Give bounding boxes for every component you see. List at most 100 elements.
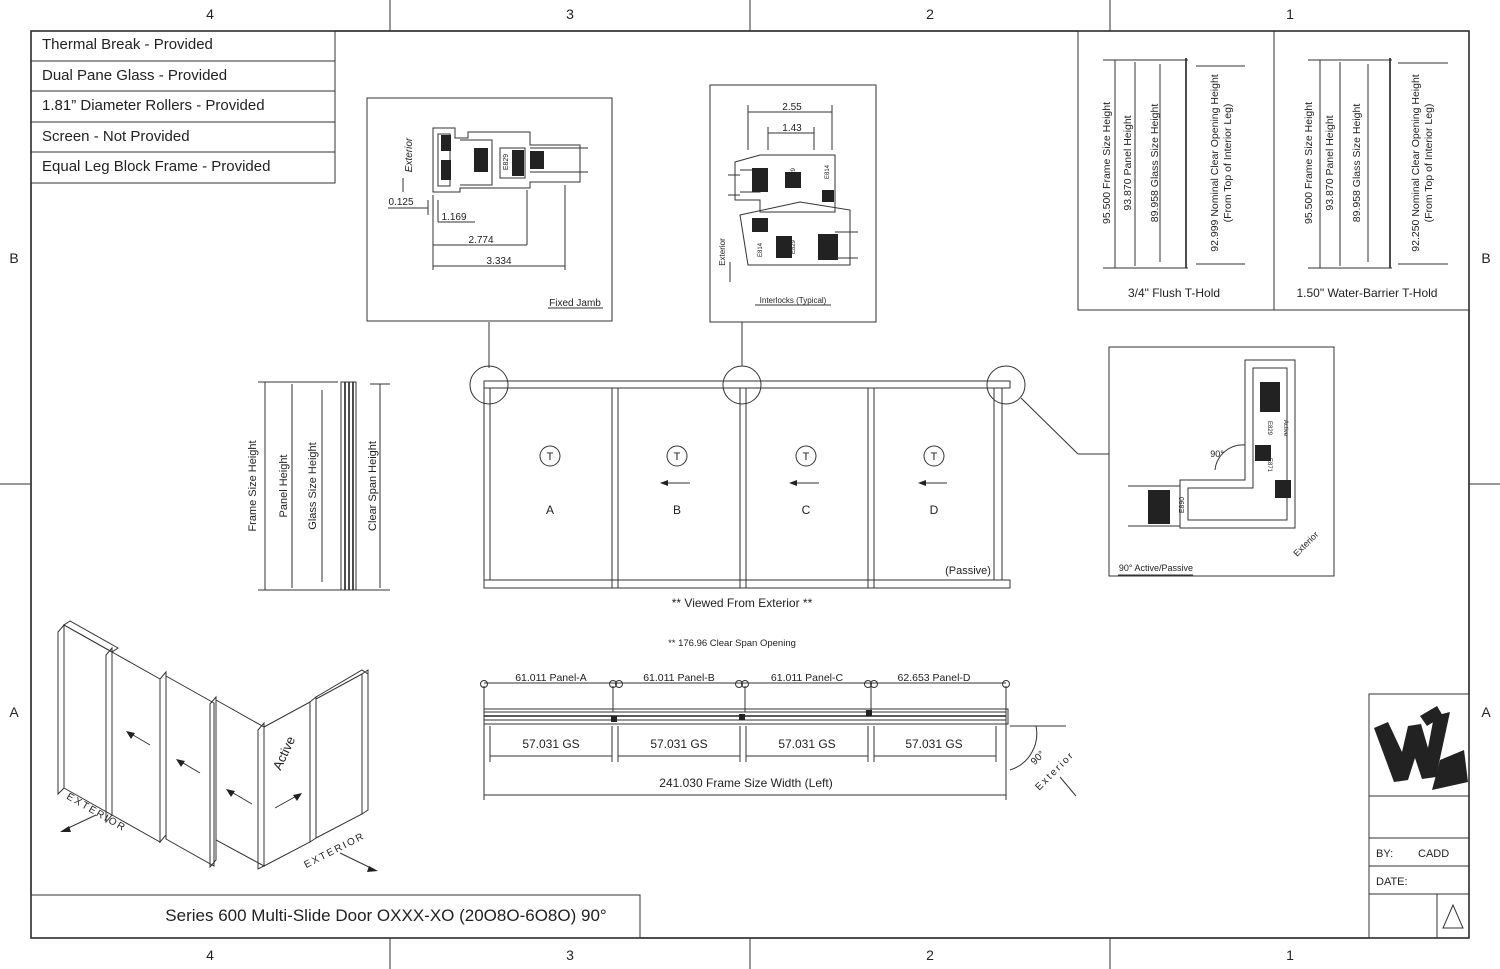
part-code: E813: [481, 154, 488, 170]
glass-size-label: 57.031 GS: [778, 737, 835, 751]
dimension-label: (From Top of Interior Leg): [1222, 104, 1234, 223]
panel-letter: B: [673, 503, 681, 517]
plan-view: [480, 680, 1077, 800]
dimension-label: 1.43: [782, 123, 802, 134]
dimension-label: 2.774: [468, 235, 493, 246]
dimension-label: 89.958 Glass Size Height: [1149, 104, 1161, 223]
panel-badge-label: T: [547, 451, 554, 463]
iso-side-label: EXTERIOR: [302, 831, 367, 871]
panel-letter: D: [930, 503, 939, 517]
grid-row-label: A: [9, 704, 19, 720]
clear-span-note: ** 176.96 Clear Span Opening: [668, 638, 796, 649]
interlocks-detail: [709, 84, 877, 323]
thold-left-caption: 3/4" Flush T-Hold: [1128, 286, 1220, 300]
company-logo: [1374, 706, 1468, 790]
panel-badge-label: T: [674, 451, 681, 463]
revision-triangle-icon: [1442, 903, 1464, 929]
part-code: E871: [1266, 458, 1272, 473]
panel-letter: C: [802, 503, 811, 517]
title-strip: [30, 894, 641, 939]
grid-col-label: 1: [1286, 947, 1294, 963]
feature-item: Thermal Break - Provided: [42, 36, 213, 53]
corner-active-label: Active: [1282, 420, 1288, 437]
fixed-jamb-detail: [366, 97, 613, 322]
panel-badge-label: T: [931, 451, 938, 463]
grid-col-label: 2: [926, 947, 934, 963]
dimension-label: 2.55: [782, 102, 802, 113]
part-code: ET841: [444, 160, 451, 181]
feature-table: [30, 30, 336, 184]
by-value: CADD: [1418, 848, 1449, 860]
dimension-label: 95.500 Frame Size Height: [1303, 102, 1315, 224]
height-label: Panel Height: [278, 455, 290, 518]
passive-note: (Passive): [945, 565, 991, 577]
grid-col-label: 4: [206, 947, 214, 963]
height-label: Glass Size Height: [307, 442, 319, 529]
slide-direction-arrow-icon: [918, 480, 947, 486]
dimension-label: 0.125: [388, 197, 413, 208]
part-code: E890: [1179, 497, 1186, 513]
part-code: E814: [825, 164, 831, 179]
thold-details: [1077, 30, 1470, 311]
dimension-label: 3.334: [486, 256, 511, 267]
fixed-jamb-caption: Fixed Jamb: [549, 298, 601, 309]
panel-letter: A: [546, 503, 554, 517]
part-code: E829: [791, 239, 797, 254]
corner-detail: [1020, 346, 1335, 577]
thold-right-caption: 1.50" Water-Barrier T-Hold: [1297, 286, 1438, 300]
interlocks-caption: Interlocks (Typical): [760, 296, 827, 305]
part-code: E829: [503, 154, 510, 170]
isometric-view: [57, 620, 378, 872]
interlocks-side-label: Exterior: [718, 238, 727, 266]
corner-angle-label: 90°: [1210, 449, 1224, 459]
glass-size-label: 57.031 GS: [650, 737, 707, 751]
panel-width-label: 61.011 Panel-C: [771, 672, 844, 684]
panel-width-label: 62.653 Panel-D: [898, 672, 971, 684]
panel-badge: [666, 445, 688, 467]
feature-item: Equal Leg Block Frame - Provided: [42, 158, 270, 175]
glass-size-label: 57.031 GS: [905, 737, 962, 751]
panel-badge-label: T: [803, 451, 810, 463]
grid-col-label: 1: [1286, 6, 1294, 22]
part-code: E829: [791, 167, 797, 182]
frame-width-label: 241.030 Frame Size Width (Left): [659, 776, 832, 790]
grid-row-label: B: [1481, 250, 1490, 266]
panel-badge: [795, 445, 817, 467]
dimension-label: 1.169: [441, 212, 466, 223]
date-label: DATE:: [1376, 876, 1408, 888]
part-code: E814: [758, 242, 764, 257]
feature-item: Dual Pane Glass - Provided: [42, 67, 227, 84]
grid-col-label: 3: [566, 947, 574, 963]
grid-row-label: A: [1481, 704, 1491, 720]
dimension-label: 95.500 Frame Size Height: [1101, 102, 1113, 224]
dimension-label: (From Top of Interior Leg): [1423, 104, 1435, 223]
corner-side-label: Exterior: [1291, 529, 1320, 558]
height-label: Clear Span Height: [367, 441, 379, 531]
part-code: E829: [1266, 421, 1272, 436]
view-note: ** Viewed From Exterior **: [672, 596, 813, 610]
panel-width-label: 61.011 Panel-A: [515, 672, 587, 684]
dimension-label: 92.999 Nominal Clear Opening Height: [1209, 74, 1221, 252]
feature-item: 1.81” Diameter Rollers - Provided: [42, 97, 265, 114]
slide-direction-arrow-icon: [660, 480, 690, 486]
slide-direction-arrow-icon: [789, 480, 819, 486]
dimension-label: 89.958 Glass Size Height: [1351, 104, 1363, 223]
elevation-view: [469, 322, 1026, 589]
grid-col-label: 3: [566, 6, 574, 22]
title-block: [1368, 693, 1470, 939]
fixed-jamb-side-label: Exterior: [404, 137, 415, 172]
grid-col-label: 2: [926, 6, 934, 22]
panel-badge: [923, 445, 945, 467]
panel-badge: [539, 445, 561, 467]
dimension-label: 93.870 Panel Height: [1122, 115, 1134, 210]
grid-col-label: 4: [206, 6, 214, 22]
dimension-label: 92.250 Nominal Clear Opening Height: [1410, 74, 1422, 252]
feature-item: Screen - Not Provided: [42, 128, 190, 145]
dimension-label: 93.870 Panel Height: [1324, 115, 1336, 210]
drawing-title: Series 600 Multi-Slide Door OXXX-XO (20O…: [165, 906, 606, 925]
corner-detail-caption: 90° Active/Passive: [1119, 563, 1193, 573]
by-label: BY:: [1376, 848, 1393, 860]
height-diagram: [258, 381, 390, 591]
